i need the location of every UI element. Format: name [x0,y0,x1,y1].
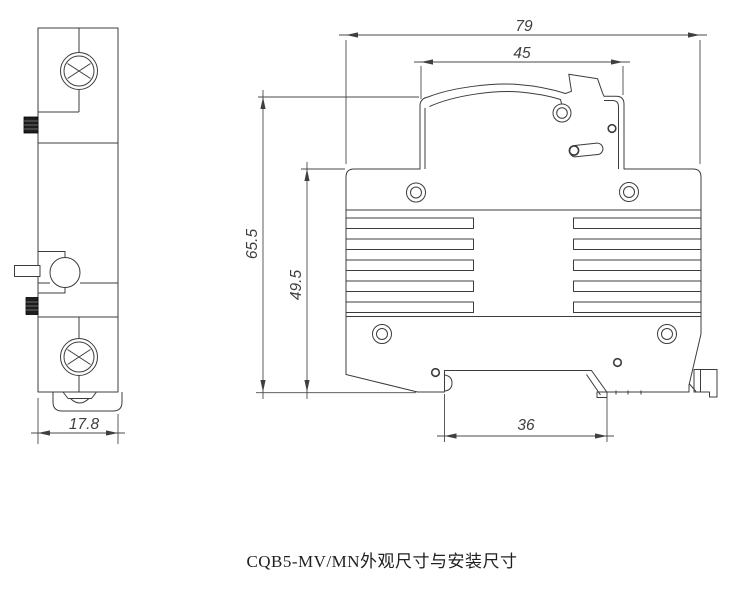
latch-slide-ticks [615,390,642,395]
vent-slot [573,280,702,292]
side-view [14,27,123,412]
clip-outline [52,392,123,412]
vent-slot [573,301,702,313]
vent-slot [573,217,702,229]
arrow-right [595,433,607,439]
clip-arch [70,398,90,404]
arrow-right [688,32,700,38]
dimension-din-slot-width: 36 [437,394,614,442]
clip-notch [62,391,97,399]
front-view [345,73,718,398]
screw-cross-slot [67,63,91,79]
pin-hole-right [612,357,623,368]
din-clip-side [52,391,123,412]
extension-lines [256,96,419,394]
side-view-outline [37,27,119,393]
din-slot-hook [444,374,453,392]
vent-slot [345,259,474,271]
din-latch-tab [689,369,718,398]
dimension-body-height: 49.5 [288,162,345,399]
extension-lines [345,40,701,164]
arrow-down [260,380,266,392]
drawing-caption: CQB5-MV/MN外观尺寸与安装尺寸 [246,552,517,571]
screw-outer-circle [60,338,98,376]
rivet-outer [619,182,639,202]
dimension-side-width: 17.8 [31,398,125,444]
indicator-hole [607,123,617,134]
extension-lines [420,66,624,99]
rivet-inner [661,328,673,340]
dimension-label: 49.5 [288,270,305,301]
pin-hole-left [430,367,441,378]
dimension-label: 79 [515,18,533,35]
actuator-pin [14,265,41,277]
hump-screw-hole [552,103,572,123]
terminal-screw-bottom [60,317,98,392]
extension-lines [37,398,119,444]
arrow-right [106,430,118,436]
tab-chamfer [689,383,697,392]
vent-slot [573,259,702,271]
rivet-inner [623,186,635,198]
vent-slot [345,217,474,229]
lever-pivot [568,145,580,156]
arrow-up [304,169,310,181]
vent-slot [573,238,702,250]
terminal-screw-top [60,28,98,112]
din-slot-details [444,374,642,398]
extension-lines [444,394,608,442]
rivet-outer [406,182,426,203]
knob-ridges [24,120,38,130]
dimension-label: 36 [517,417,535,434]
handle-recess-arc [429,91,562,107]
rivet-inner [410,186,422,199]
case-rivets [372,182,677,344]
rivet-inner [376,328,388,340]
screw-inner-circle [63,55,95,87]
screw-outer-circle [60,52,98,90]
rivet-outer [657,324,677,344]
arrow-right [611,59,623,65]
dimension-overall-height: 65.5 [244,90,419,399]
dimension-label: 45 [513,45,531,62]
vent-slot [345,238,474,250]
padlock-lever [568,142,604,158]
vent-slots [345,217,702,313]
side-knob-top [23,116,39,134]
vent-slot [345,280,474,292]
rivet-outer [372,324,392,344]
dimension-top-width: 45 [414,45,630,99]
front-view-outline [345,73,702,393]
hole-outer [552,103,572,123]
hole-inner [556,107,568,119]
actuator-button [49,257,81,288]
arrow-left [421,59,433,65]
dimension-label: 65.5 [244,229,261,260]
screw-inner-circle [63,341,95,373]
arrow-up [260,97,266,109]
dimension-label: 17.8 [69,416,100,433]
actuator-assembly [14,251,118,294]
dimension-overall-width: 79 [339,18,707,164]
knob-ridges [26,301,38,311]
screw-cross-slot [67,349,91,365]
vent-slot [345,301,474,313]
arrow-left [38,430,50,436]
hump-inner-right-corner [604,100,619,169]
arrow-left [444,433,457,439]
arrow-left [346,32,358,38]
side-knob-bottom [25,297,39,315]
arrow-down [304,380,310,392]
tab-outline [693,369,718,398]
